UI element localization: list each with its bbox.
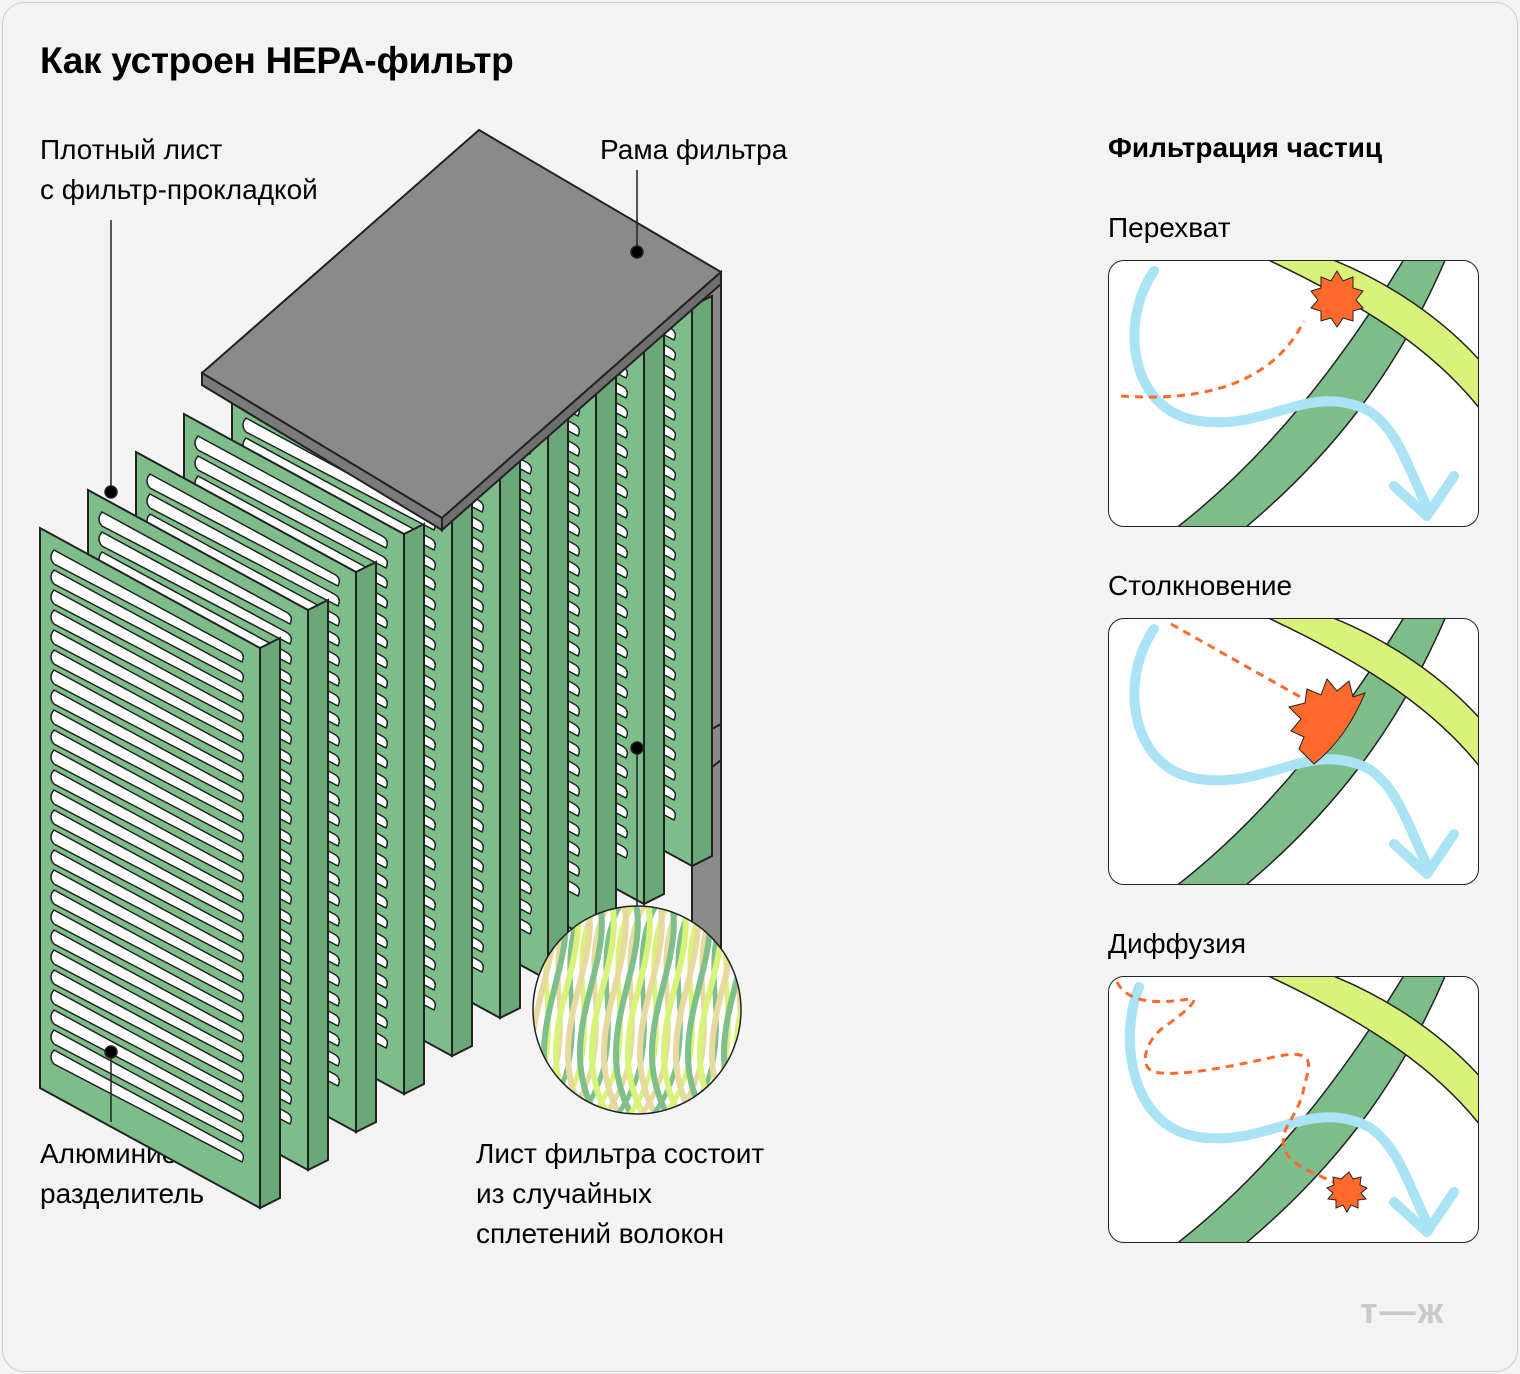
pleat: [50, 989, 245, 1104]
pleat: [50, 689, 245, 804]
fiber-strand: [612, 906, 651, 1114]
page-title: Как устроен HEPA-фильтр: [40, 40, 514, 81]
fiber-dark-icon: [1177, 261, 1446, 526]
label-line: сплетений волокон: [476, 1218, 725, 1249]
pleat: [50, 649, 245, 764]
pleat: [50, 849, 245, 964]
label-fibers: Лист фильтра состоит из случайных сплете…: [476, 1134, 764, 1254]
panel-interception: [1108, 260, 1479, 527]
pleat: [50, 769, 245, 884]
fiber-strand: [772, 880, 804, 1140]
pleat: [50, 729, 245, 844]
particle-trajectory: [1170, 622, 1305, 701]
fiber-strand: [738, 906, 741, 1114]
fiber-strand: [784, 880, 816, 1140]
pleat: [50, 889, 245, 1004]
pleat: [146, 513, 341, 628]
airflow-arrow-icon: [1389, 829, 1459, 879]
fiber-light-icon: [1268, 977, 1478, 1124]
filtration-heading: Фильтрация частиц: [1108, 132, 1383, 163]
fiber-strand: [748, 880, 780, 1140]
panel-label-interception: Перехват: [1108, 212, 1231, 243]
particle-icon: [1288, 678, 1366, 765]
pleat: [50, 789, 245, 904]
particle-icon: [1326, 1171, 1368, 1214]
pleat: [98, 531, 293, 646]
label-line: разделитель: [40, 1178, 205, 1209]
pleat: [50, 669, 245, 784]
pleat: [50, 1029, 245, 1144]
pleat: [242, 437, 437, 552]
pleat: [50, 969, 245, 1084]
fiber-strand: [788, 880, 868, 1140]
fiber-strand: [764, 880, 844, 1140]
pleat: [194, 455, 389, 570]
fiber-dark-icon: [1177, 977, 1446, 1242]
fiber-strand: [800, 880, 880, 1140]
airflow-arrow-icon: [1389, 1187, 1459, 1237]
fiber-strand: [776, 880, 856, 1140]
label-line: с фильтр-прокладкой: [40, 174, 318, 205]
frame-top-plate: [200, 128, 723, 533]
pleat: [50, 809, 245, 924]
pleat: [98, 511, 293, 626]
brand-logo: т—ж: [1360, 1290, 1446, 1331]
pleat: [50, 749, 245, 864]
airflow-path: [1124, 982, 1434, 1232]
label-line: Плотный лист: [40, 134, 223, 165]
label-line: из случайных: [476, 1178, 652, 1209]
panel-label-diffusion: Диффузия: [1108, 928, 1247, 959]
filter-sheet: [39, 526, 281, 1210]
fiber-strand: [600, 906, 639, 1114]
pleat: [50, 589, 245, 704]
pleat: [50, 869, 245, 984]
panel-label-impaction: Столкновение: [1108, 570, 1293, 601]
panel-impaction: [1108, 618, 1479, 885]
callouts: [104, 170, 644, 1122]
pleat: [146, 473, 341, 588]
fiber-strand: [624, 906, 663, 1114]
pleat: [146, 493, 341, 608]
fiber-strand: [808, 880, 840, 1140]
fiber-strand: [636, 906, 675, 1114]
pleat: [50, 569, 245, 684]
particle-icon: [1310, 270, 1364, 328]
panel-diffusion: [1108, 976, 1479, 1243]
pleat: [50, 949, 245, 1064]
pleat: [50, 1049, 245, 1164]
pleat: [50, 549, 245, 664]
pleat: [50, 1009, 245, 1124]
pleat: [50, 829, 245, 944]
pleat: [50, 629, 245, 744]
airflow-path: [1129, 266, 1434, 516]
pleat: [194, 475, 389, 590]
pleat: [50, 909, 245, 1024]
pleat: [98, 551, 293, 666]
airflow-path: [1129, 624, 1434, 874]
label-line: Лист фильтра состоит: [476, 1138, 765, 1169]
pleat: [50, 929, 245, 1044]
pleat: [50, 709, 245, 824]
pleat: [194, 435, 389, 550]
fiber-strand: [796, 880, 828, 1140]
particle-trajectory: [1120, 320, 1306, 399]
label-filter-frame: Рама фильтра: [600, 134, 788, 165]
fiber-light-icon: [1268, 619, 1478, 766]
fiber-strand: [588, 906, 627, 1114]
label-dense-sheet: Плотный лист с фильтр-прокладкой: [40, 130, 318, 210]
fiber-strand: [752, 880, 832, 1140]
fiber-strand: [760, 880, 792, 1140]
airflow-arrow-icon: [1389, 471, 1459, 521]
pleat: [50, 609, 245, 724]
